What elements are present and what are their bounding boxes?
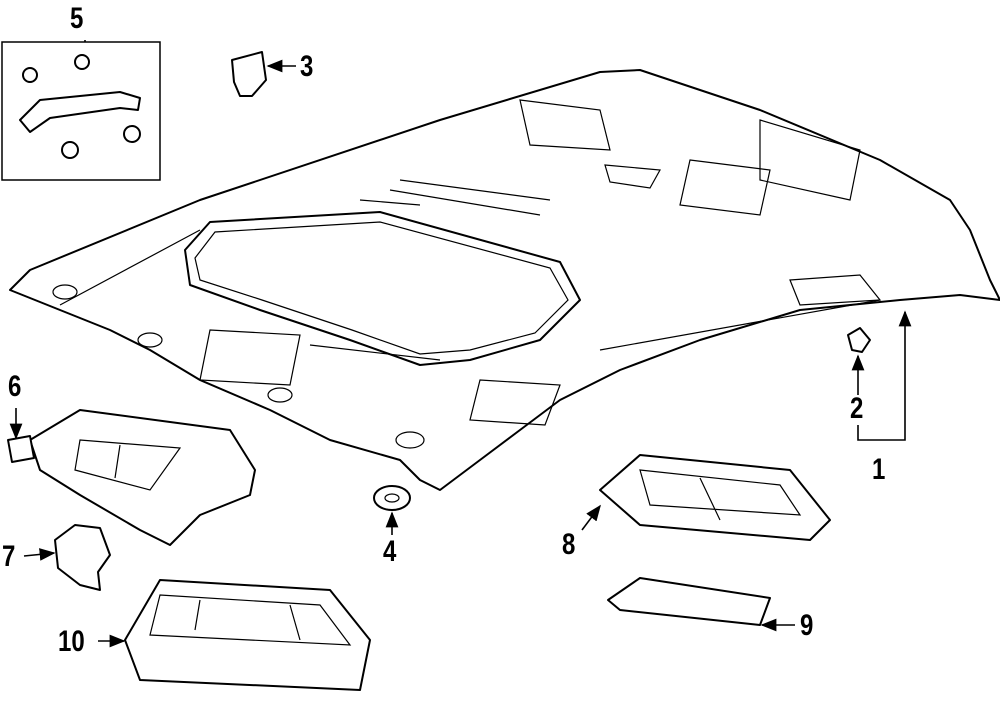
- grab-handle: [19, 54, 141, 159]
- sun-visor: [7, 409, 256, 546]
- headliner: [9, 69, 1000, 491]
- overhead-console: [124, 579, 371, 691]
- pin-clip: [847, 327, 871, 353]
- callout-5: 5: [70, 2, 84, 35]
- grab-handle-kit-frame: [1, 41, 161, 181]
- callout-9: 9: [800, 609, 814, 642]
- callout-4: 4: [383, 535, 397, 568]
- clip: [231, 51, 267, 97]
- visor-clip: [54, 524, 111, 591]
- washer: [373, 485, 411, 511]
- callout-8: 8: [562, 528, 576, 561]
- callout-6: 6: [8, 370, 22, 403]
- callout-2: 2: [850, 392, 864, 425]
- lamp-lens: [607, 577, 771, 626]
- callout-1: 1: [872, 453, 886, 486]
- map-lamp: [599, 454, 831, 541]
- callout-10: 10: [58, 625, 85, 658]
- callout-7: 7: [2, 540, 16, 573]
- callout-3: 3: [300, 50, 314, 83]
